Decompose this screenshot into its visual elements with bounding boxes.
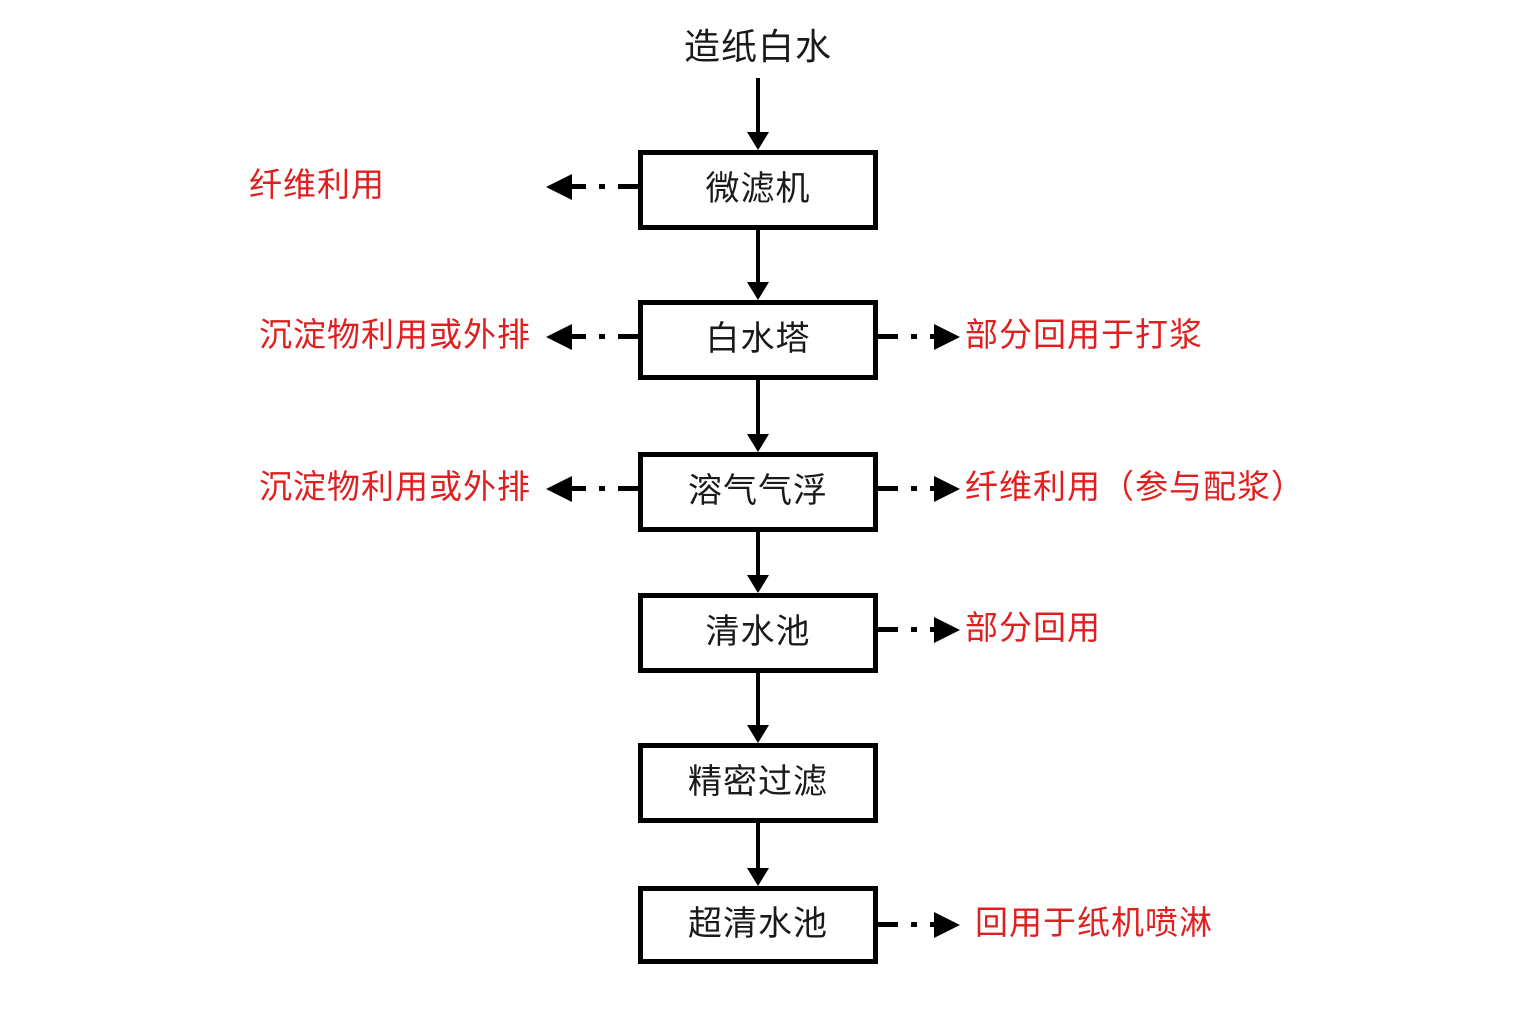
branch-connector-node-6-right (878, 909, 960, 939)
branch-connector-node-3-left (546, 473, 638, 503)
arrow-shaft (756, 78, 760, 134)
process-node-3[interactable]: 溶气气浮 (638, 452, 878, 532)
arrow-head-down-icon (747, 282, 769, 300)
process-node-6-label: 超清水池 (688, 906, 828, 943)
annotation-node-6-right: 回用于纸机喷淋 (975, 906, 1213, 942)
dash-dot-line (878, 627, 934, 632)
flow-arrow-node-3-to-node-4 (747, 532, 769, 593)
process-node-2-label: 白水塔 (705, 321, 811, 358)
arrow-head-right-icon (934, 617, 960, 643)
flow-arrow-node-2-to-node-3 (747, 380, 769, 452)
flow-arrow-node-5-to-node-6 (747, 823, 769, 886)
dash-dot-line (878, 334, 934, 339)
branch-connector-node-4-right (878, 614, 960, 644)
dash-dot-line (572, 486, 638, 491)
flow-arrow-node-4-to-node-5 (747, 673, 769, 743)
process-node-4[interactable]: 清水池 (638, 593, 878, 673)
process-node-2[interactable]: 白水塔 (638, 300, 878, 380)
arrow-head-right-icon (934, 324, 960, 350)
arrow-shaft (756, 823, 760, 870)
arrow-head-down-icon (747, 868, 769, 886)
dash-dot-line (572, 334, 638, 339)
arrow-head-down-icon (747, 725, 769, 743)
arrow-shaft (756, 532, 760, 577)
arrow-head-left-icon (546, 476, 572, 502)
arrow-shaft (756, 380, 760, 436)
dash-dot-line (878, 922, 934, 927)
process-node-5-label: 精密过滤 (688, 764, 828, 801)
process-node-1[interactable]: 微滤机 (638, 150, 878, 230)
annotation-node-4-right: 部分回用 (965, 611, 1101, 647)
arrow-head-left-icon (546, 174, 572, 200)
arrow-head-down-icon (747, 132, 769, 150)
process-node-3-label: 溶气气浮 (688, 473, 828, 510)
annotation-node-2-right: 部分回用于打浆 (965, 318, 1203, 354)
process-node-6[interactable]: 超清水池 (638, 886, 878, 964)
arrow-head-right-icon (934, 912, 960, 938)
annotation-node-2-left: 沉淀物利用或外排 (259, 318, 531, 354)
dash-dot-line (572, 184, 638, 189)
arrow-head-down-icon (747, 434, 769, 452)
flow-arrow-node-1-to-node-2 (747, 230, 769, 300)
annotation-node-1-left: 纤维利用 (249, 168, 385, 204)
process-node-4-label: 清水池 (705, 614, 811, 651)
source-node-label: 造纸白水 (683, 27, 832, 67)
branch-connector-node-3-right (878, 473, 960, 503)
dash-dot-line (878, 486, 934, 491)
arrow-head-right-icon (934, 476, 960, 502)
arrow-shaft (756, 230, 760, 284)
arrow-head-left-icon (546, 324, 572, 350)
branch-connector-node-2-right (878, 321, 960, 351)
annotation-node-3-right: 纤维利用（参与配浆） (965, 470, 1305, 506)
process-node-1-label: 微滤机 (705, 171, 811, 208)
process-node-5[interactable]: 精密过滤 (638, 743, 878, 823)
flow-arrow-source-to-node-1 (747, 78, 769, 150)
annotation-node-3-left: 沉淀物利用或外排 (259, 470, 531, 506)
arrow-head-down-icon (747, 575, 769, 593)
branch-connector-node-1-left (546, 171, 638, 201)
branch-connector-node-2-left (546, 321, 638, 351)
arrow-shaft (756, 673, 760, 727)
